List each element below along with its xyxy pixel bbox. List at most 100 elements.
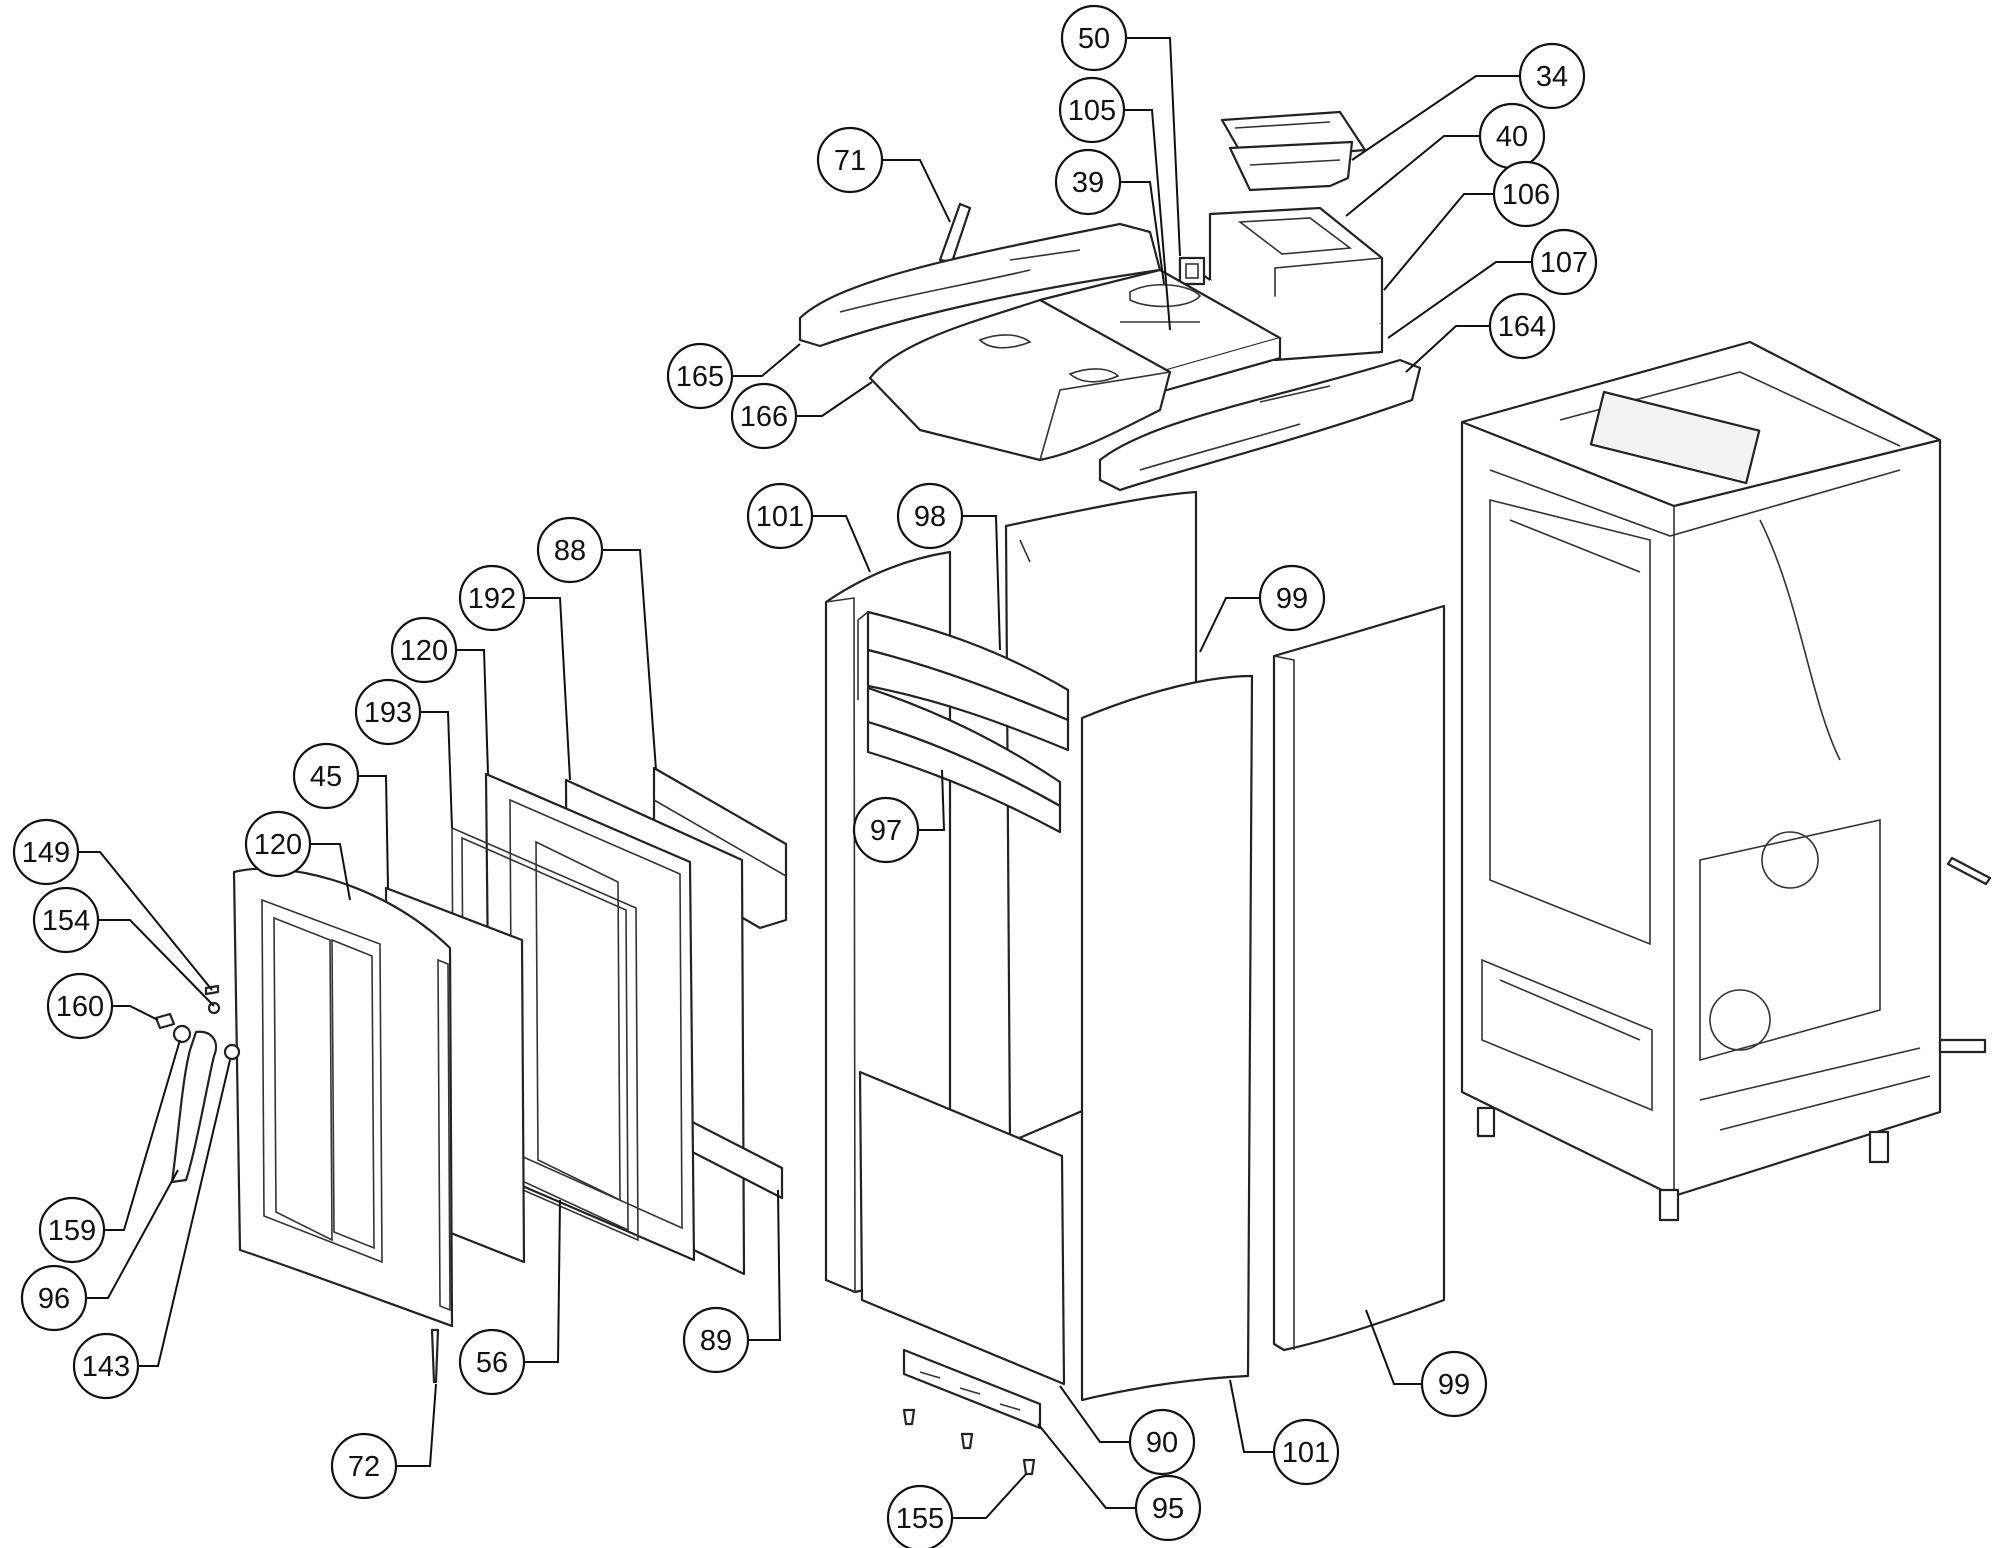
callout-160: 160 bbox=[46, 972, 114, 1040]
callout-99a: 99 bbox=[1258, 564, 1326, 632]
callout-45: 45 bbox=[292, 742, 360, 810]
callout-label: 56 bbox=[476, 1347, 508, 1379]
callout-155: 155 bbox=[886, 1484, 954, 1548]
callout-107: 107 bbox=[1530, 228, 1598, 296]
callout-label: 88 bbox=[554, 535, 586, 567]
callout-label: 155 bbox=[896, 1503, 944, 1535]
callout-143: 143 bbox=[72, 1332, 140, 1400]
callout-label: 101 bbox=[1282, 1437, 1330, 1469]
handles-part bbox=[857, 610, 1070, 834]
callout-label: 34 bbox=[1536, 61, 1568, 93]
leader-34 bbox=[1351, 75, 1520, 161]
callout-label: 120 bbox=[400, 635, 448, 667]
leader-106 bbox=[1383, 193, 1494, 291]
door-front-120 bbox=[232, 867, 454, 1328]
callout-192: 192 bbox=[458, 564, 526, 632]
pin-72 bbox=[430, 1328, 440, 1384]
callout-label: 154 bbox=[42, 905, 90, 937]
leader-56 bbox=[524, 1199, 561, 1363]
right-side-panel-99 bbox=[1272, 604, 1446, 1352]
leader-71 bbox=[882, 159, 951, 223]
callout-97: 97 bbox=[852, 796, 920, 864]
leader-lines bbox=[78, 37, 1532, 1519]
callout-164: 164 bbox=[1488, 292, 1556, 360]
callout-label: 71 bbox=[834, 145, 866, 177]
callout-label: 95 bbox=[1152, 1493, 1184, 1525]
parts-drawing bbox=[154, 110, 1992, 1476]
callout-72: 72 bbox=[330, 1432, 398, 1500]
leader-101b bbox=[1229, 1379, 1274, 1453]
callout-89: 89 bbox=[682, 1306, 750, 1374]
callout-label: 166 bbox=[740, 401, 788, 433]
callout-88: 88 bbox=[536, 516, 604, 584]
leader-149 bbox=[78, 851, 213, 991]
callout-label: 106 bbox=[1502, 179, 1550, 211]
callout-label: 45 bbox=[310, 761, 342, 793]
leader-160 bbox=[112, 1005, 159, 1021]
leader-90 bbox=[1059, 1385, 1130, 1443]
callout-98: 98 bbox=[896, 482, 964, 550]
callout-149: 149 bbox=[12, 818, 80, 886]
callout-34: 34 bbox=[1518, 42, 1586, 110]
callout-label: 50 bbox=[1078, 23, 1110, 55]
callout-label: 90 bbox=[1146, 1427, 1178, 1459]
leader-105 bbox=[1124, 109, 1171, 331]
callout-label: 164 bbox=[1498, 311, 1546, 343]
callout-label: 149 bbox=[22, 837, 70, 869]
callout-label: 105 bbox=[1068, 95, 1116, 127]
screws-155 bbox=[902, 1408, 1036, 1476]
callout-label: 159 bbox=[48, 1215, 96, 1247]
callout-label: 107 bbox=[1540, 247, 1588, 279]
callout-95: 95 bbox=[1134, 1474, 1202, 1542]
leader-120a bbox=[456, 649, 489, 775]
door-handle-group bbox=[154, 984, 241, 1184]
callout-120b: 120 bbox=[244, 810, 312, 878]
callout-label: 120 bbox=[254, 829, 302, 861]
callout-101a: 101 bbox=[746, 482, 814, 550]
callout-159: 159 bbox=[38, 1196, 106, 1264]
callout-label: 101 bbox=[756, 501, 804, 533]
callout-106: 106 bbox=[1492, 160, 1560, 228]
callout-label: 99 bbox=[1276, 583, 1308, 615]
callout-120a: 120 bbox=[390, 616, 458, 684]
leader-40 bbox=[1345, 135, 1480, 217]
callout-96: 96 bbox=[20, 1264, 88, 1332]
leader-165 bbox=[732, 343, 801, 377]
leader-95 bbox=[1037, 1423, 1136, 1509]
callout-label: 40 bbox=[1496, 121, 1528, 153]
leader-193 bbox=[420, 711, 453, 829]
callout-105: 105 bbox=[1058, 76, 1126, 144]
callout-label: 99 bbox=[1438, 1369, 1470, 1401]
callout-166: 166 bbox=[730, 382, 798, 450]
callout-39: 39 bbox=[1054, 148, 1122, 216]
callout-label: 39 bbox=[1072, 167, 1104, 199]
front-top-plate-part bbox=[868, 298, 1172, 462]
leader-192 bbox=[524, 597, 571, 781]
leader-39 bbox=[1120, 181, 1165, 285]
callout-40: 40 bbox=[1478, 102, 1546, 170]
leader-45 bbox=[358, 775, 389, 889]
callout-71: 71 bbox=[816, 126, 884, 194]
right-front-panel-101 bbox=[1080, 674, 1254, 1402]
right-top-rail-part bbox=[1098, 358, 1422, 492]
leader-159 bbox=[104, 1039, 181, 1231]
callout-label: 160 bbox=[56, 991, 104, 1023]
callout-101b: 101 bbox=[1272, 1418, 1340, 1486]
callout-154: 154 bbox=[32, 886, 100, 954]
callout-label: 165 bbox=[676, 361, 724, 393]
callout-label: 72 bbox=[348, 1451, 380, 1483]
callout-label: 97 bbox=[870, 815, 902, 847]
callout-label: 193 bbox=[364, 697, 412, 729]
callout-165: 165 bbox=[666, 342, 734, 410]
leader-101a bbox=[812, 515, 871, 573]
callout-99b: 99 bbox=[1420, 1350, 1488, 1418]
stove-body-part bbox=[1460, 340, 1992, 1222]
callout-193: 193 bbox=[354, 678, 422, 746]
leader-107 bbox=[1387, 261, 1532, 339]
callout-label: 96 bbox=[38, 1283, 70, 1315]
leader-97 bbox=[918, 769, 946, 831]
leader-98 bbox=[962, 515, 1001, 651]
leader-155 bbox=[952, 1473, 1027, 1519]
hopper-lid-part bbox=[1220, 110, 1367, 192]
